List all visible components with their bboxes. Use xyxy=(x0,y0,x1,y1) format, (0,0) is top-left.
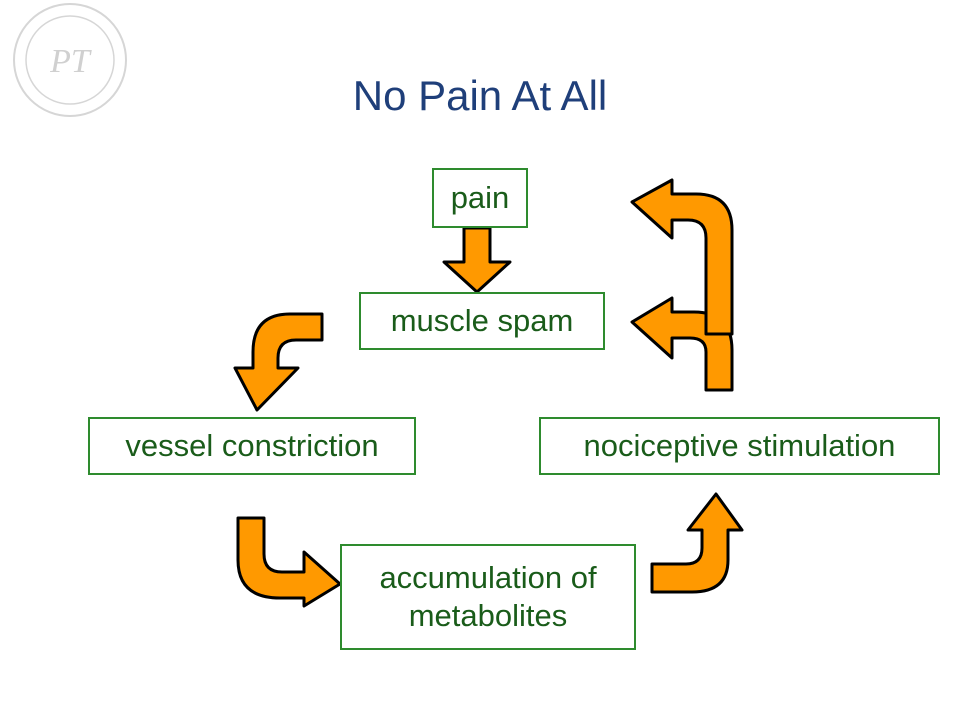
arrow-pain-to-spasm xyxy=(442,226,512,294)
node-vessel-constriction-label: vessel constriction xyxy=(125,428,379,463)
slide-title: No Pain At All xyxy=(352,72,608,119)
node-nociceptive-stimulation: nociceptive stimulation xyxy=(539,417,940,475)
node-accumulation-line2: metabolites xyxy=(408,598,568,633)
arrow-cycle-to-pain xyxy=(630,178,734,336)
node-muscle-spasm: muscle spam xyxy=(359,292,605,350)
arrow-spasm-to-vessel xyxy=(233,312,324,412)
university-seal-logo: PT xyxy=(13,3,127,117)
node-pain-label: pain xyxy=(450,180,510,215)
logo-mark: PT xyxy=(49,43,92,80)
node-accumulation-of-metabolites: accumulation of metabolites xyxy=(340,544,636,650)
arrow-vessel-to-accumulation xyxy=(236,516,342,608)
node-muscle-spasm-label: muscle spam xyxy=(390,303,574,338)
node-pain: pain xyxy=(432,168,528,228)
arrow-accumulation-to-nociceptive xyxy=(650,492,744,594)
node-accumulation-line1: accumulation of xyxy=(379,560,597,595)
node-nociceptive-stimulation-label: nociceptive stimulation xyxy=(583,428,896,463)
node-vessel-constriction: vessel constriction xyxy=(88,417,416,475)
